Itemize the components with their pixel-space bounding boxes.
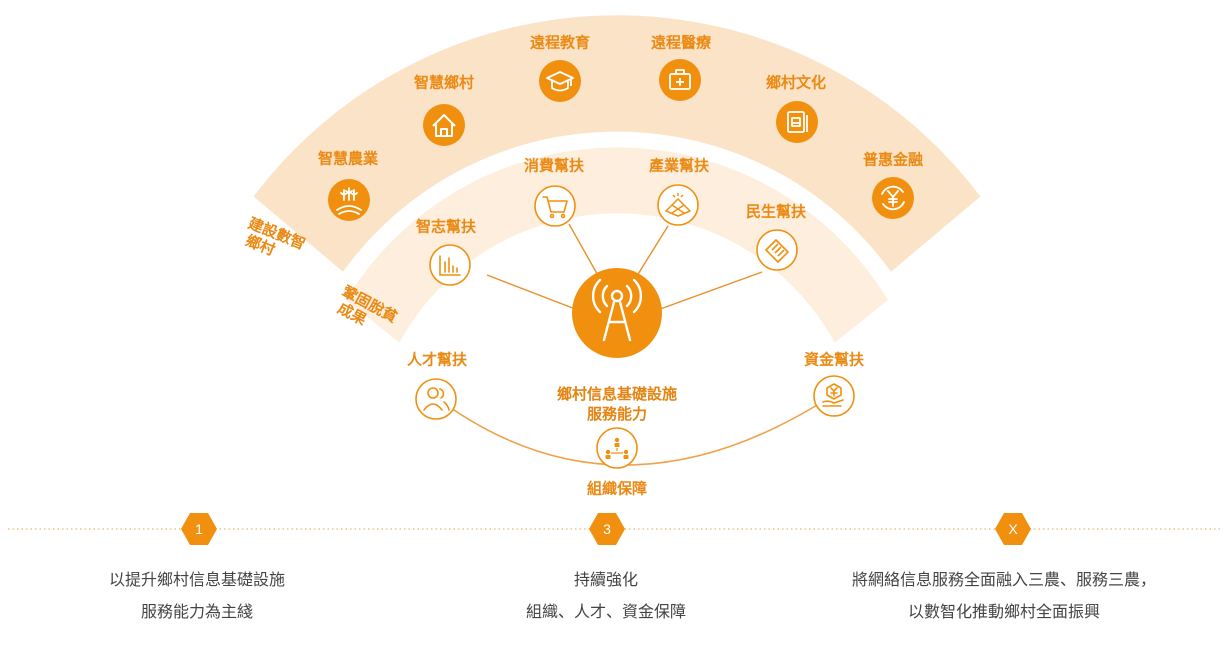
step-badge-1 bbox=[181, 513, 217, 545]
solar-field-icon bbox=[657, 184, 699, 226]
inner-ring-band bbox=[346, 147, 888, 343]
org-chart-icon bbox=[596, 427, 638, 469]
book-icon bbox=[776, 101, 818, 143]
support-label: 資金幫扶 bbox=[803, 350, 865, 369]
handshake-icon bbox=[756, 229, 798, 271]
outer-item-label: 智慧農業 bbox=[317, 149, 379, 168]
graduation-cap-icon bbox=[539, 60, 581, 102]
step-badge-3 bbox=[589, 513, 625, 545]
medical-kit-icon bbox=[659, 59, 701, 101]
outer-item-label: 普惠金融 bbox=[862, 150, 924, 169]
step-description: 將網絡信息服務全面融入三農、服務三農， 以數智化推動鄉村全面振興 bbox=[851, 570, 1157, 621]
shopping-cart-icon bbox=[534, 185, 576, 227]
yuan-coin-icon bbox=[872, 177, 914, 219]
support-label: 人才幫扶 bbox=[406, 350, 468, 369]
inner-item-label: 民生幫扶 bbox=[745, 202, 807, 221]
outer-item-label: 遠程教育 bbox=[529, 33, 591, 52]
inner-item-label: 智志幫扶 bbox=[415, 217, 477, 236]
spokes bbox=[486, 223, 763, 313]
bar-chart-icon bbox=[429, 244, 471, 286]
money-hand-icon bbox=[813, 375, 855, 417]
step-badge-x bbox=[995, 513, 1031, 545]
step-badge-text: X bbox=[1008, 521, 1018, 537]
inner-item-label: 消費幫扶 bbox=[523, 156, 585, 175]
outer-item-label: 鄉村文化 bbox=[765, 73, 827, 92]
house-icon bbox=[423, 104, 465, 146]
step-badge-text: 3 bbox=[603, 521, 611, 537]
outer-item-label: 遠程醫療 bbox=[650, 33, 712, 52]
outer-ring-band bbox=[253, 15, 981, 272]
outer-item-label: 智慧鄉村 bbox=[413, 73, 475, 92]
farm-field-icon bbox=[328, 179, 370, 221]
center-label: 鄉村信息基礎設施 服務能力 bbox=[556, 385, 678, 423]
step-badge-text: 1 bbox=[195, 521, 203, 537]
signal-tower-icon bbox=[572, 268, 662, 358]
support-label: 組織保障 bbox=[586, 479, 648, 498]
inner-item-label: 產業幫扶 bbox=[648, 156, 710, 175]
step-description: 以提升鄉村信息基礎設施 服務能力為主綫 bbox=[108, 570, 286, 621]
step-description: 持續強化 組織、人才、資金保障 bbox=[525, 570, 687, 621]
people-icon bbox=[415, 378, 457, 420]
